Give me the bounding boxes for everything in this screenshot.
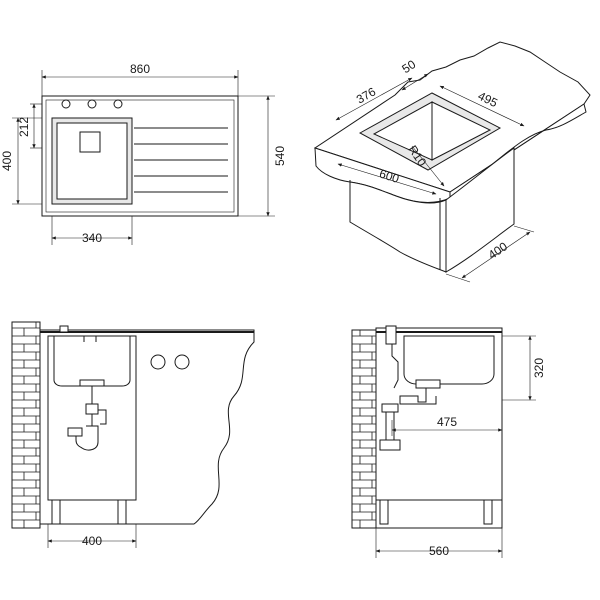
front-view: 400 — [11, 321, 255, 548]
brick-wall — [11, 321, 41, 529]
dim-cabinet-label-front: 400 — [82, 534, 102, 548]
brick-wall-side — [351, 329, 377, 529]
sink-bowl-inner — [56, 122, 128, 200]
side-leg — [379, 499, 389, 525]
drainer-grooves — [134, 127, 228, 193]
countertop-inner-edge — [45, 99, 235, 213]
side-siphon-pipe — [379, 411, 401, 451]
dim-offset-label: 212 — [17, 117, 31, 137]
side-view: 320 475 560 — [351, 325, 546, 558]
iso-view: 50 376 495 R10 600 400 — [313, 41, 591, 283]
dim-height-label: 320 — [532, 358, 546, 378]
tap-hole — [87, 99, 97, 109]
overflow-hole — [174, 354, 190, 370]
side-siphon-outlet — [381, 403, 399, 413]
overflow-hole — [150, 354, 166, 370]
top-view: 860 540 400 212 340 — [0, 62, 287, 245]
side-leg — [483, 499, 493, 525]
dim-depth-label: 540 — [273, 146, 287, 166]
side-tap — [385, 325, 397, 345]
dim-cabinet-label: 600 — [378, 166, 402, 186]
dim-bowl-width-label: 340 — [82, 231, 102, 245]
dim-bowl-front-label: 376 — [354, 84, 379, 106]
tap-holes — [61, 99, 123, 109]
side-sink-bowl — [403, 335, 495, 385]
dim-bowl-depth-label: 400 — [0, 151, 14, 171]
siphon-top — [85, 386, 99, 426]
front-sink-bowl — [53, 335, 131, 387]
siphon-outlet — [67, 427, 83, 437]
tap-hole — [61, 99, 71, 109]
dim-drain-label: 475 — [437, 415, 457, 429]
dim-depth-label-side: 560 — [429, 544, 449, 558]
tap-hole — [113, 99, 123, 109]
dim-rim-label: 50 — [399, 57, 418, 76]
side-drain — [415, 379, 441, 389]
cabinet-leg — [51, 499, 61, 525]
cabinet-leg — [117, 499, 127, 525]
dim-width-label: 860 — [130, 62, 150, 76]
front-drain — [79, 379, 105, 387]
tap-stub — [59, 325, 69, 333]
drain-square — [79, 131, 101, 153]
